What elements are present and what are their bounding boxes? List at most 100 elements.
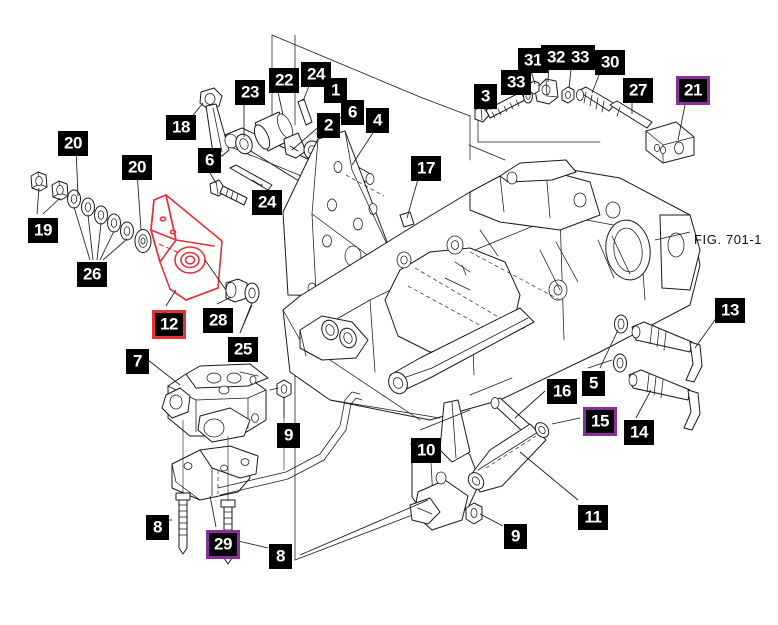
nut-hex-19a: [30, 171, 48, 192]
callout-28[interactable]: 28: [203, 308, 233, 333]
callout-number: 7: [133, 351, 142, 371]
callout-number: 1: [331, 80, 340, 100]
nut-9b: [465, 502, 504, 527]
callout-15[interactable]: 15: [583, 407, 617, 436]
callout-7[interactable]: 7: [126, 349, 149, 374]
callout-number: 9: [511, 526, 520, 546]
bracket-32: [534, 59, 559, 105]
callout-33[interactable]: 33: [501, 70, 531, 95]
callout-number: 16: [553, 381, 571, 401]
callout-9[interactable]: 9: [504, 524, 527, 549]
nut-33b: [561, 59, 575, 104]
valve-body-7: [147, 359, 269, 443]
callout-number: 27: [629, 80, 647, 100]
callout-number: 11: [584, 507, 602, 527]
callout-number: 13: [721, 300, 739, 320]
figure-reference-label: FIG. 701-1: [694, 232, 763, 247]
callout-21[interactable]: 21: [676, 76, 710, 105]
callout-26[interactable]: 26: [77, 262, 107, 287]
callout-number: 4: [373, 110, 382, 130]
callout-20[interactable]: 20: [122, 155, 152, 180]
transmission-housing: [282, 159, 701, 421]
frame-lines: [271, 34, 601, 561]
callout-18[interactable]: 18: [166, 115, 196, 140]
spacer-and-washer-28-25: [204, 259, 260, 334]
pin-24b: [229, 164, 273, 191]
bolt-8a: [160, 492, 191, 555]
callout-number: 22: [275, 70, 293, 90]
fitting-13: [631, 309, 723, 383]
callout-number: 26: [83, 264, 101, 284]
callout-number: 25: [234, 339, 252, 359]
callout-number: 28: [209, 310, 227, 330]
callout-number: 8: [276, 546, 285, 566]
callout-number: 12: [160, 314, 178, 334]
washer-9a: [269, 379, 292, 418]
callout-4[interactable]: 4: [366, 108, 389, 133]
callout-number: 6: [205, 150, 214, 170]
callout-6[interactable]: 6: [198, 148, 221, 173]
callout-number: 6: [348, 102, 357, 122]
callout-number: 31: [524, 50, 542, 70]
callout-number: 24: [307, 64, 325, 84]
oring-5b: [613, 353, 627, 373]
callout-number: 33: [507, 72, 525, 92]
callout-number: 15: [591, 411, 609, 431]
callout-30[interactable]: 30: [595, 50, 625, 75]
callout-3[interactable]: 3: [474, 84, 497, 109]
callout-number: 9: [284, 425, 293, 445]
bolt-6b: [207, 169, 248, 206]
cylinder-22: [253, 91, 293, 152]
callout-number: 29: [214, 534, 232, 554]
callout-9[interactable]: 9: [277, 423, 300, 448]
callout-8[interactable]: 8: [269, 544, 292, 569]
callout-number: 30: [601, 52, 619, 72]
callout-16[interactable]: 16: [547, 379, 577, 404]
callout-25[interactable]: 25: [228, 337, 258, 362]
callout-22[interactable]: 22: [269, 68, 299, 93]
fitting-14: [628, 369, 701, 431]
pin-24a: [297, 85, 313, 126]
callout-13[interactable]: 13: [715, 298, 745, 323]
mounting-bracket-29: [171, 445, 259, 528]
fork-bracket-2: [283, 123, 323, 159]
callout-20[interactable]: 20: [58, 131, 88, 156]
valve-and-bracket-assembly: [147, 359, 363, 565]
callout-5[interactable]: 5: [582, 371, 605, 396]
callout-10[interactable]: 10: [411, 438, 441, 463]
callout-19[interactable]: 19: [28, 218, 58, 243]
callout-29[interactable]: 29: [206, 530, 240, 559]
nut-hex-19b: [51, 180, 69, 201]
callout-number: 19: [34, 220, 52, 240]
callout-14[interactable]: 14: [624, 420, 654, 445]
callout-number: 20: [64, 133, 82, 153]
callout-6[interactable]: 6: [341, 100, 364, 125]
callout-33[interactable]: 33: [565, 45, 595, 70]
bent-tube: [217, 391, 363, 496]
callout-number: 21: [684, 80, 702, 100]
callout-number: 14: [630, 422, 648, 442]
callout-number: 20: [128, 157, 146, 177]
oring-5a: [614, 314, 628, 334]
left-hardware-stack: [30, 147, 152, 261]
callout-8[interactable]: 8: [146, 515, 169, 540]
callout-11[interactable]: 11: [578, 505, 608, 530]
callout-12[interactable]: 12: [152, 310, 186, 339]
bearing-20: [134, 229, 152, 253]
callout-number: 17: [417, 158, 435, 178]
callout-number: 5: [589, 373, 598, 393]
turnbuckle-11: [467, 417, 581, 501]
callout-24[interactable]: 24: [252, 190, 282, 215]
callout-23[interactable]: 23: [235, 80, 265, 105]
callout-number: 3: [481, 86, 490, 106]
callout-1[interactable]: 1: [324, 78, 347, 103]
block-21: [645, 99, 695, 164]
callout-17[interactable]: 17: [411, 156, 441, 181]
callout-number: 24: [258, 192, 276, 212]
rod-30: [576, 64, 616, 113]
callout-number: 2: [324, 115, 333, 135]
callout-number: 33: [571, 47, 589, 67]
callout-2[interactable]: 2: [317, 113, 340, 138]
callout-27[interactable]: 27: [623, 78, 653, 103]
